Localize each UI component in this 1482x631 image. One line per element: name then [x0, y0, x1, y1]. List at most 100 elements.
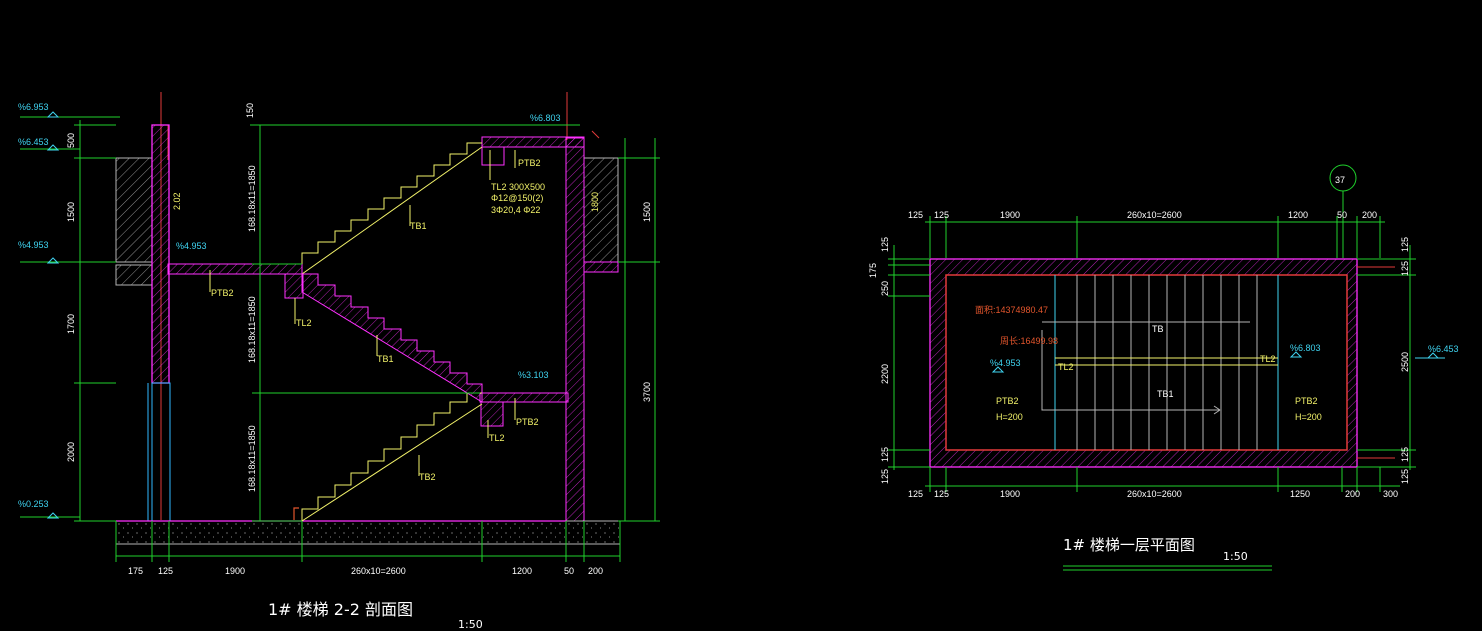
flight-dim-3: 168.18x11=1850 [247, 425, 257, 492]
plan-level-right: %6.803 [1290, 343, 1321, 353]
mid-tl2-beam [284, 273, 304, 299]
bottom-dim-200: 200 [588, 566, 603, 576]
left-masonry-wall [115, 157, 153, 263]
bottom-dim-50: 50 [564, 566, 574, 576]
section-leaders [209, 150, 516, 476]
plan-top-dim-200: 200 [1362, 210, 1377, 220]
left-dim-500: 500 [66, 133, 76, 148]
bottom-dim-1900: 1900 [225, 566, 245, 576]
bottom-dim-125: 125 [158, 566, 173, 576]
section-view: %6.953 %6.453 %4.953 %0.253 %6.803 %4.95… [18, 92, 660, 631]
plan-right-dim-125c: 125 [1400, 447, 1410, 462]
section-left-dimension-chain [20, 116, 120, 522]
plan-label-tl2-left: TL2 [1058, 362, 1074, 372]
plan-inner-room [945, 274, 1348, 451]
right-mid-slab [583, 261, 619, 273]
label-tb1-mid: TB1 [377, 354, 394, 364]
plan-label-h-right: H=200 [1295, 412, 1322, 422]
plan-bottom-dimension-chain [925, 467, 1400, 492]
plan-left-dim-125b: 125 [880, 447, 890, 462]
inner-level-low: %3.103 [518, 370, 549, 380]
plan-stair-treads [1041, 275, 1279, 450]
label-tl2-note-3: 3Φ20,4 Φ22 [491, 205, 540, 215]
plan-view: 37 [868, 164, 1459, 571]
plan-right-dim-125a: 125 [1400, 237, 1410, 252]
right-dim-3700: 3700 [642, 382, 652, 402]
plan-top-dimension-chain [925, 216, 1385, 258]
plan-title: 1# 楼梯一层平面图 [1063, 536, 1195, 554]
section-bottom-dimension-chain [115, 521, 621, 562]
label-tl2-note-1: TL2 300X500 [491, 182, 545, 192]
plan-level-outside: %6.453 [1428, 344, 1459, 354]
plan-left-dim-250: 250 [880, 281, 890, 296]
left-dim-1500: 1500 [66, 202, 76, 222]
label-ptb2-top: PTB2 [518, 158, 541, 168]
plan-top-dim-125b: 125 [934, 210, 949, 220]
label-tl2-left: TL2 [296, 318, 312, 328]
top-landing-beam [481, 136, 585, 148]
bottom-dim-1200: 1200 [512, 566, 532, 576]
plan-bottom-dim-125b: 125 [934, 489, 949, 499]
left-lower-wall [115, 264, 153, 286]
plan-top-dim-1900: 1900 [1000, 210, 1020, 220]
left-column [151, 124, 170, 384]
plan-bottom-dim-1250: 1250 [1290, 489, 1310, 499]
plan-top-dim-1200: 1200 [1288, 210, 1308, 220]
plan-label-ptb2-left: PTB2 [996, 396, 1019, 406]
plan-top-dim-50: 50 [1337, 210, 1347, 220]
plan-overlay-area: 面积:14374980.47 [975, 304, 1048, 315]
left-dim-1700: 1700 [66, 314, 76, 334]
lower-flight-steps [301, 392, 482, 521]
flight-dim-2: 168.18x11=1850 [247, 296, 257, 363]
plan-left-dim-125c: 125 [880, 469, 890, 484]
plan-right-dim-125b: 125 [1400, 261, 1410, 276]
right-masonry-wall [583, 157, 619, 263]
bottom-dim-2600: 260x10=2600 [351, 566, 406, 576]
plan-label-tl2-right: TL2 [1260, 354, 1276, 364]
plan-label-tb1: TB1 [1157, 389, 1174, 399]
label-ptb2-left: PTB2 [211, 288, 234, 298]
label-tb2: TB2 [419, 472, 436, 482]
plan-bottom-dim-1900: 1900 [1000, 489, 1020, 499]
label-tl2-right: TL2 [489, 433, 505, 443]
bottom-dim-175: 175 [128, 566, 143, 576]
plan-label-ptb2-right: PTB2 [1295, 396, 1318, 406]
plan-top-dim-125a: 125 [908, 210, 923, 220]
top-dim-150: 150 [245, 103, 255, 118]
level-label-1: %6.953 [18, 102, 49, 112]
level-label-4: %0.253 [18, 499, 49, 509]
middle-flight [301, 273, 483, 403]
label-tl2-note-2: Φ12@150(2) [491, 193, 543, 203]
upper-flight-steps [301, 142, 482, 264]
lower-tl2-beam [480, 401, 504, 427]
plan-bottom-dim-300: 300 [1383, 489, 1398, 499]
flight-dim-1: 168.18x11=1850 [247, 165, 257, 232]
plan-label-h-left: H=200 [996, 412, 1023, 422]
vertical-note-2-02: 2.02 [172, 192, 182, 210]
label-tb1-upper: TB1 [410, 221, 427, 231]
inner-level-mid: %4.953 [176, 241, 207, 251]
level-label-2: %6.453 [18, 137, 49, 147]
plan-left-dim-2200: 2200 [880, 364, 890, 384]
plan-left-dim-125a: 125 [880, 237, 890, 252]
plan-right-dim-125d: 125 [1400, 469, 1410, 484]
plan-bottom-dim-125a: 125 [908, 489, 923, 499]
plan-top-dim-2600: 260x10=2600 [1127, 210, 1182, 220]
label-ptb2-right: PTB2 [516, 417, 539, 427]
right-column [565, 137, 585, 522]
axis-bubble-label: 37 [1335, 175, 1345, 185]
section-title: 1# 楼梯 2-2 剖面图 [268, 600, 413, 619]
section-axis-lines [160, 92, 600, 520]
foundation-slab [115, 520, 621, 545]
section-level-marks [46, 111, 60, 519]
plan-label-tb-upper: TB [1152, 324, 1164, 334]
plan-left-dimension-chain [888, 245, 930, 470]
section-right-dimension-chain [618, 138, 660, 522]
plan-scale: 1:50 [1223, 550, 1248, 563]
mid-landing-slab [167, 263, 303, 275]
section-scale: 1:50 [458, 618, 483, 631]
level-label-3: %4.953 [18, 240, 49, 250]
lower-landing-slab [479, 392, 569, 403]
plan-bottom-dim-2600: 260x10=2600 [1127, 489, 1182, 499]
